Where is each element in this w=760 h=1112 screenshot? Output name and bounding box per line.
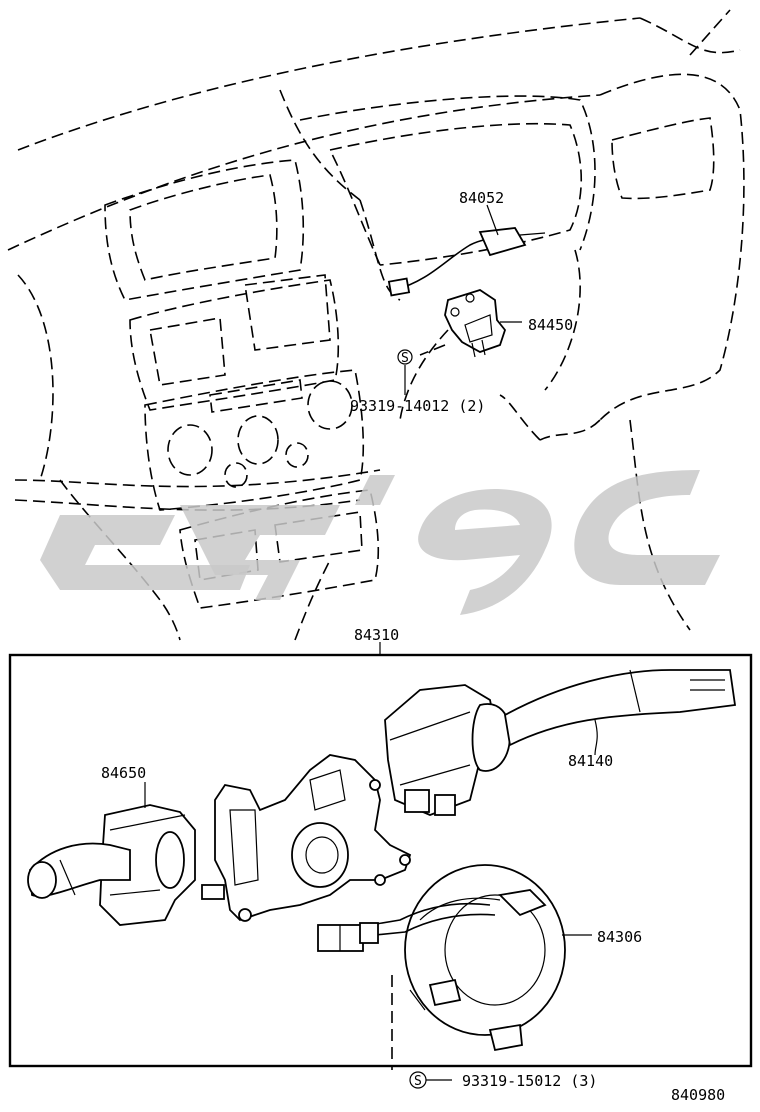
dashboard-outline	[7, 9, 745, 641]
label-screw-93319-15012: 93319-15012 (3)	[462, 1072, 597, 1090]
diagram-number: 840980	[671, 1086, 725, 1104]
label-screw-93319-14012: 93319-14012 (2)	[350, 397, 485, 415]
part-84306	[317, 864, 566, 1052]
screw-symbol-1: S	[401, 351, 409, 366]
part-84052	[387, 227, 546, 297]
watermark	[40, 470, 720, 615]
label-84140: 84140	[568, 752, 613, 770]
part-84140	[384, 669, 737, 816]
label-84450: 84450	[528, 316, 573, 334]
label-84310: 84310	[354, 626, 399, 644]
part-84450	[399, 289, 507, 421]
part-84310-bracket	[201, 754, 412, 922]
screw-icon-2: S	[409, 1071, 452, 1089]
screw-symbol-2: S	[414, 1074, 422, 1089]
part-84650	[27, 804, 196, 926]
label-84650: 84650	[101, 764, 146, 782]
screw-icon-1: S	[397, 349, 413, 395]
label-84052: 84052	[459, 189, 504, 207]
leader-lines	[144, 204, 598, 936]
label-84306: 84306	[597, 928, 642, 946]
